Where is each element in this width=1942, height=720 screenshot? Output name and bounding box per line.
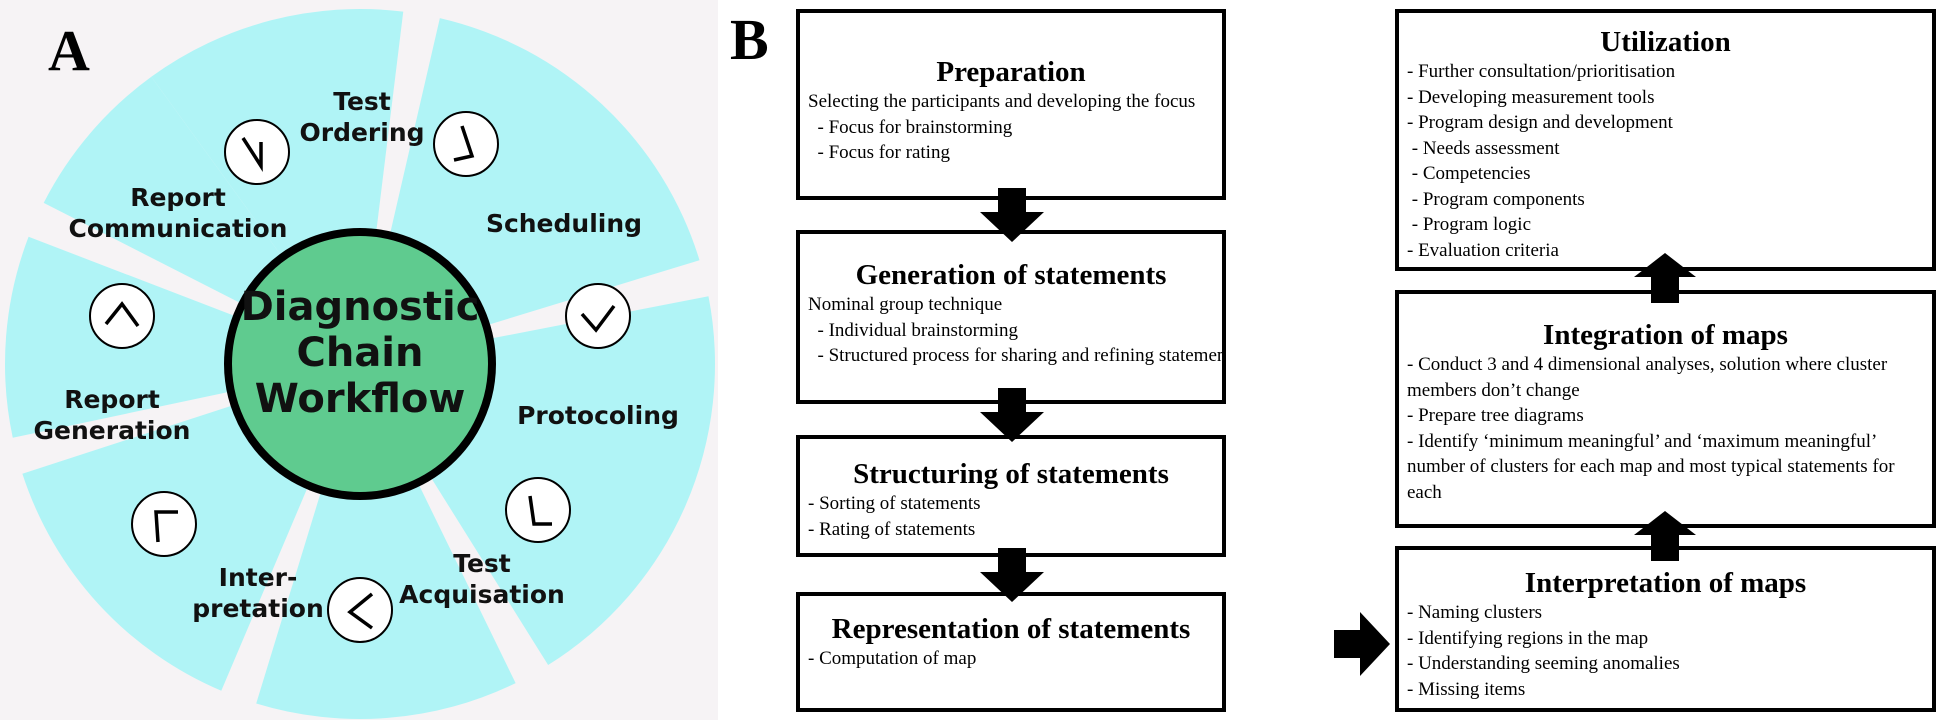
box-line: - Rating of statements <box>808 518 976 540</box>
chevron-icon <box>433 111 499 177</box>
box-line: - Computation of map <box>808 648 977 669</box>
up-arrow-icon <box>1634 253 1696 303</box>
generation-of-statements-box: Generation of statements Nominal group t… <box>796 230 1226 404</box>
hub-label-line: Workflow <box>255 376 466 422</box>
chevron-icon <box>565 283 631 349</box>
box-title: Utilization <box>1600 26 1731 58</box>
box-line: - Structured process for sharing and ref… <box>808 345 1226 366</box>
panel-b-letter: B <box>730 7 769 72</box>
chevron-icon <box>224 119 290 185</box>
box-line: - Program logic <box>1407 214 1532 235</box>
box-line: - Program design and development <box>1407 112 1673 133</box>
segment-label-protocoling: Protocoling <box>517 401 679 430</box>
box-line: - Identify ‘minimum meaningful’ and ‘max… <box>1407 430 1895 503</box>
box-line: - Evaluation criteria <box>1407 239 1559 261</box>
box-title: Interpretation of maps <box>1524 567 1807 599</box>
hub-label-line: Diagnostic <box>241 284 480 330</box>
box-title: Representation of statements <box>831 613 1191 645</box>
segment-label-interpretation: Inter-pretation <box>192 563 324 623</box>
chevron-icon <box>327 577 393 643</box>
box-line: - Further consultation/prioritisation <box>1407 61 1676 82</box>
down-arrow-icon <box>980 388 1044 442</box>
box-line: - Missing items <box>1407 678 1526 700</box>
down-arrow-icon <box>980 188 1044 242</box>
box-line: - Focus for brainstorming <box>808 116 1013 138</box>
box-title: Integration of maps <box>1543 319 1788 351</box>
up-arrow-icon <box>1634 511 1696 561</box>
box-line: - Prepare tree diagrams <box>1407 405 1584 426</box>
box-line: - Program components <box>1407 188 1585 210</box>
segment-label-scheduling: Scheduling <box>486 209 642 238</box>
chevron-icon <box>131 491 197 557</box>
chevron-icon <box>505 477 571 543</box>
preparation-box: Preparation Selecting the participants a… <box>796 9 1226 200</box>
panel-a-letter: A <box>48 18 90 83</box>
box-line: - Identifying regions in the map <box>1407 627 1649 649</box>
box-line: - Naming clusters <box>1407 602 1543 623</box>
box-title: Generation of statements <box>855 259 1167 291</box>
box-title: Structuring of statements <box>853 458 1169 490</box>
box-line: Nominal group technique <box>808 294 1003 315</box>
right-arrow-icon <box>1334 612 1390 676</box>
wheel-segment-test-acquisation <box>256 364 516 720</box>
utilization-box: Utilization - Further consultation/prior… <box>1395 9 1936 271</box>
interpretation-of-maps-box: Interpretation of maps - Naming clusters… <box>1395 546 1936 712</box>
structuring-of-statements-box: Structuring of statements - Sorting of s… <box>796 435 1226 557</box>
box-line: - Needs assessment <box>1407 137 1560 159</box>
box-line: - Developing measurement tools <box>1407 86 1655 108</box>
representation-of-statements-box: Representation of statements - Computati… <box>796 592 1226 712</box>
box-line: - Sorting of statements <box>808 493 981 514</box>
center-hub <box>224 228 496 500</box>
box-line: - Understanding seeming anomalies <box>1407 653 1680 674</box>
down-arrow-icon <box>980 548 1044 602</box>
box-line: - Conduct 3 and 4 dimensional analyses, … <box>1407 354 1888 401</box>
box-line: - Competencies <box>1407 163 1531 184</box>
wheel-segment-report-generation <box>5 236 361 438</box>
panel-b-concept-mapping-flow: B Preparation Selecting the participants… <box>718 0 1942 720</box>
box-line: - Individual brainstorming <box>808 319 1019 341</box>
box-title: Preparation <box>936 56 1086 88</box>
integration-of-maps-box: Integration of maps - Conduct 3 and 4 di… <box>1395 290 1936 528</box>
chevron-icon <box>89 283 155 349</box>
hub-label-line: Chain <box>296 330 423 376</box>
box-line: Selecting the participants and developin… <box>808 91 1196 112</box>
box-line: - Focus for rating <box>808 142 950 163</box>
